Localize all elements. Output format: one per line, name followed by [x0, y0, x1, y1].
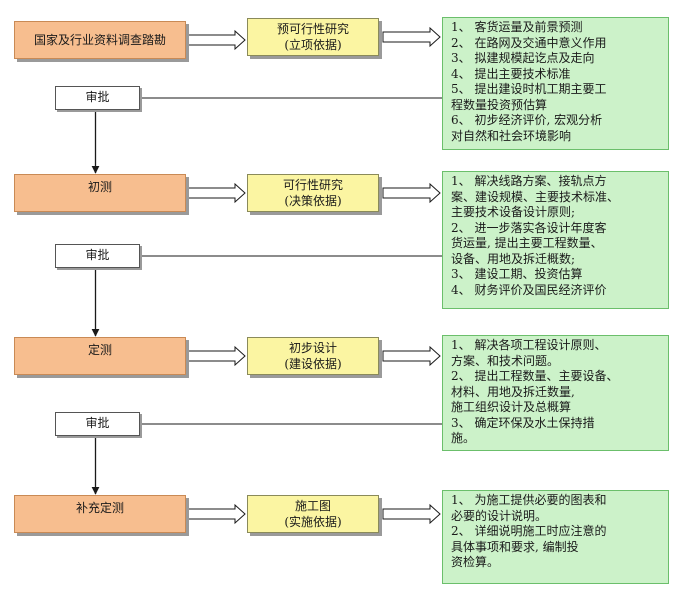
detail-line: 方案、和技术问题。: [451, 353, 560, 368]
detail-line: 3、 确定环保及水土保持措: [451, 415, 595, 430]
detail-box: 1、 解决线路方案、接轨点方案、建设规模、主要技术标准、主要技术设备设计原则;2…: [442, 171, 669, 309]
basis-to-detail-arrow: [382, 182, 441, 204]
basis-line: (立项依据): [284, 38, 342, 52]
detail-line: 5、 提出建设时机工期主要工: [451, 82, 607, 96]
basis-to-detail-arrow: [382, 26, 441, 48]
detail-line: 6、 初步经济评价, 宏观分析: [451, 113, 603, 127]
detail-box: 1、 解决各项工程设计原则、方案、和技术问题。2、 提出工程数量、主要设备、材料…: [442, 335, 669, 451]
detail-line: 1、 解决线路方案、接轨点方: [451, 174, 607, 188]
detail-line: 1、 为施工提供必要的图表和: [451, 493, 607, 507]
detail-line: 对自然和社会环境影响: [451, 128, 572, 143]
basis-line: 施工图: [294, 499, 331, 513]
basis-box: 施工图 (实施依据): [247, 495, 379, 533]
approval-label: 审批: [85, 416, 110, 430]
detail-box: 1、 为施工提供必要的图表和必要的设计说明。2、 详细说明施工时应注意的具体事项…: [442, 490, 669, 584]
detail-line: 货运量, 提出主要工程数量、: [451, 236, 603, 250]
detail-line: 设备、用地及拆迁概数;: [451, 251, 576, 266]
approval-box: 审批: [55, 244, 140, 268]
detail-line: 1、 解决各项工程设计原则、: [451, 338, 607, 352]
detail-line: 施工组织设计及总概算: [451, 400, 572, 414]
detail-item: 2、 进一步落实各设计年度客货运量, 提出主要工程数量、设备、用地及拆迁概数;: [451, 221, 662, 268]
basis-box: 可行性研究 (决策依据): [247, 174, 379, 212]
detail-item: 5、 提出建设时机工期主要工程数量投资预估算: [451, 82, 662, 113]
basis-to-detail-arrow: [382, 503, 441, 525]
detail-item: 3、 建设工期、投资估算: [451, 267, 662, 283]
approval-box: 审批: [55, 412, 140, 436]
stage-box: 定测: [14, 337, 186, 375]
stage-to-basis-arrow: [187, 182, 246, 204]
stage-label: 补充定测: [76, 500, 124, 516]
detail-item: 4、 提出主要技术标准: [451, 67, 662, 83]
stage-to-basis-arrow: [187, 503, 246, 525]
stage-to-basis-arrow: [187, 345, 246, 367]
detail-line: 4、 财务评价及国民经济评价: [451, 282, 607, 297]
detail-line: 3、 拟建规模起讫点及走向: [451, 51, 595, 65]
detail-line: 2、 提出工程数量、主要设备、: [451, 369, 619, 383]
detail-line: 1、 客货运量及前景预测: [451, 20, 583, 34]
detail-line: 2、 在路网及交通中意义作用: [451, 35, 607, 50]
detail-line: 程数量投资预估算: [451, 97, 548, 112]
detail-line: 2、 进一步落实各设计年度客: [451, 220, 607, 235]
detail-item: 1、 为施工提供必要的图表和必要的设计说明。: [451, 493, 662, 524]
approval-box: 审批: [55, 86, 140, 110]
detail-line: 3、 建设工期、投资估算: [451, 267, 583, 281]
basis-line: (实施依据): [284, 515, 342, 529]
stage-label-text: 初测: [87, 180, 112, 194]
basis-line: 预可行性研究: [276, 22, 349, 36]
basis-line: (决策依据): [284, 194, 342, 208]
detail-item: 3、 确定环保及水土保持措施。: [451, 416, 662, 447]
detail-item: 6、 初步经济评价, 宏观分析对自然和社会环境影响: [451, 113, 662, 144]
stage-label-text: 定测: [87, 343, 112, 357]
detail-line: 必要的设计说明。: [451, 508, 548, 523]
stage-label-text: 补充定测: [75, 501, 124, 515]
stage-label-line: 国家及行业资料: [33, 33, 118, 47]
detail-item: 2、 详细说明施工时应注意的具体事项和要求, 编制投资检算。: [451, 524, 662, 571]
basis-line: 初步设计: [288, 341, 337, 355]
detail-item: 2、 在路网及交通中意义作用: [451, 36, 662, 52]
detail-item: 4、 财务评价及国民经济评价: [451, 283, 662, 299]
basis-line: 可行性研究: [282, 178, 343, 192]
detail-item: 2、 提出工程数量、主要设备、材料、用地及拆迁数量,施工组织设计及总概算: [451, 369, 662, 416]
detail-line: 案、建设规模、主要技术标准、: [451, 189, 620, 204]
detail-line: 施。: [451, 431, 476, 445]
approval-label: 审批: [85, 248, 110, 262]
basis-to-detail-arrow: [382, 345, 441, 367]
detail-line: 资检算。: [451, 555, 500, 569]
detail-item: 1、 解决线路方案、接轨点方案、建设规模、主要技术标准、主要技术设备设计原则;: [451, 174, 662, 221]
detail-line: 具体事项和要求, 编制投: [451, 539, 579, 554]
basis-line: (建设依据): [284, 357, 342, 371]
stage-label: 初测: [88, 179, 112, 195]
stage-box: 国家及行业资料调查踏勘: [14, 21, 186, 59]
detail-item: 3、 拟建规模起讫点及走向: [451, 51, 662, 67]
detail-line: 2、 详细说明施工时应注意的: [451, 524, 607, 538]
basis-box: 预可行性研究 (立项依据): [247, 18, 379, 56]
detail-item: 1、 解决各项工程设计原则、方案、和技术问题。: [451, 338, 662, 369]
approval-label: 审批: [85, 90, 110, 104]
stage-label-line: 调查踏勘: [118, 33, 167, 47]
detail-line: 材料、用地及拆迁数量,: [451, 384, 575, 399]
stage-to-basis-arrow: [187, 29, 246, 51]
stage-label: 国家及行业资料调查踏勘: [34, 32, 166, 48]
detail-line: 4、 提出主要技术标准: [451, 66, 571, 81]
stage-label: 定测: [88, 342, 112, 358]
stage-box: 初测: [14, 174, 186, 212]
detail-line: 主要技术设备设计原则;: [451, 205, 576, 219]
detail-item: 1、 客货运量及前景预测: [451, 20, 662, 36]
basis-box: 初步设计 (建设依据): [247, 337, 379, 375]
stage-box: 补充定测: [14, 495, 186, 533]
